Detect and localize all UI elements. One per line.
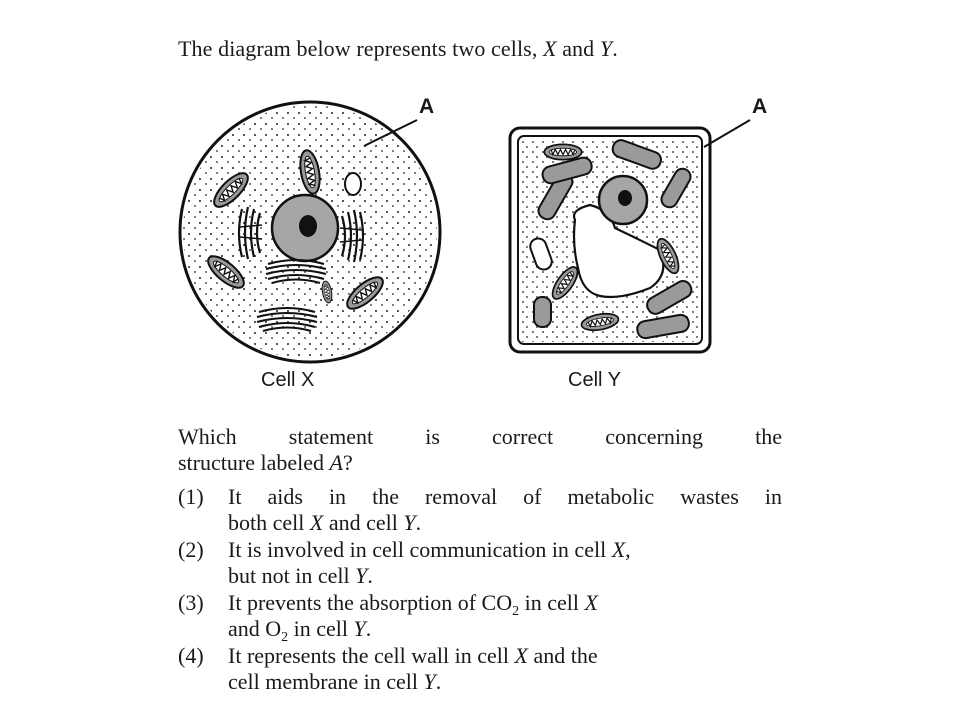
option-var-y: Y bbox=[403, 510, 416, 535]
intro-text: The diagram below represents two cells, … bbox=[178, 36, 618, 62]
option-text: . bbox=[365, 616, 372, 641]
question-word: Which bbox=[178, 424, 237, 449]
option-line-2: cell membrane in cell Y. bbox=[228, 669, 782, 695]
option-3[interactable]: (3) It prevents the absorption of CO2 in… bbox=[178, 590, 782, 645]
question-text: Which statement is correct concerning th… bbox=[178, 424, 782, 476]
option-text: It is involved in cell communication in … bbox=[228, 537, 612, 562]
vacuole bbox=[344, 172, 362, 196]
option-text: and cell bbox=[323, 510, 404, 535]
option-subscript: 2 bbox=[281, 630, 289, 645]
chloroplast bbox=[541, 156, 593, 185]
option-text: . bbox=[367, 563, 373, 588]
cell-y-nucleolus bbox=[618, 190, 632, 206]
option-var-y: Y bbox=[353, 616, 366, 641]
option-word: in bbox=[764, 484, 782, 509]
option-text: It prevents the absorption of CO bbox=[228, 590, 513, 615]
intro-var-x: X bbox=[543, 36, 557, 61]
question-line-2: structure labeled A? bbox=[178, 450, 782, 476]
option-var-x: X bbox=[309, 510, 324, 535]
option-number: (3) bbox=[178, 590, 204, 615]
intro-mid: and bbox=[556, 36, 600, 61]
option-word: aids bbox=[267, 484, 303, 509]
intro-var-y: Y bbox=[599, 36, 613, 61]
vacuole bbox=[529, 237, 553, 271]
intro-before: The diagram below represents two cells, bbox=[178, 36, 544, 61]
option-word: wastes bbox=[680, 484, 739, 509]
question-word: correct bbox=[492, 424, 554, 449]
option-number: (4) bbox=[178, 643, 204, 668]
cell-y-leader-line bbox=[703, 119, 751, 148]
option-var-y: Y bbox=[355, 563, 368, 588]
option-text: in cell bbox=[288, 616, 354, 641]
cell-y bbox=[508, 119, 751, 354]
option-text: . bbox=[435, 669, 442, 694]
label-a-cell-y: A bbox=[752, 95, 768, 118]
chloroplast bbox=[636, 313, 690, 340]
intro-after: . bbox=[612, 36, 618, 61]
question-var-a: A bbox=[329, 450, 343, 475]
chloroplast bbox=[533, 296, 552, 328]
option-var-x: X bbox=[514, 643, 528, 668]
question-word: concerning bbox=[605, 424, 703, 449]
option-number: (2) bbox=[178, 537, 204, 562]
option-var-x: X bbox=[611, 537, 626, 562]
option-word: in bbox=[328, 484, 347, 509]
option-text: but not in cell bbox=[228, 563, 356, 588]
option-text: cell membrane in cell bbox=[228, 669, 424, 694]
option-word: metabolic bbox=[567, 484, 655, 509]
option-1[interactable]: (1) It aids in the removal of metabolic … bbox=[178, 484, 782, 536]
question-word: the bbox=[755, 424, 782, 449]
question-line2-after: ? bbox=[342, 450, 353, 475]
cell-x bbox=[178, 100, 442, 364]
option-text: in cell bbox=[519, 590, 585, 615]
cell-y-caption: Cell Y bbox=[568, 369, 621, 391]
mitochondrion bbox=[543, 143, 583, 161]
option-number: (1) bbox=[178, 484, 204, 509]
option-var-y: Y bbox=[423, 669, 436, 694]
question-word: statement bbox=[288, 424, 374, 449]
option-text: It represents the cell wall in cell bbox=[228, 643, 515, 668]
cell-x-nucleolus bbox=[299, 215, 317, 237]
option-text: and the bbox=[527, 643, 598, 668]
option-text: both cell bbox=[228, 510, 310, 535]
option-subscript: 2 bbox=[512, 604, 520, 619]
option-word: removal bbox=[424, 484, 498, 509]
option-line-2: and O2 in cell Y. bbox=[228, 616, 782, 645]
option-text: , bbox=[625, 537, 631, 562]
option-line-2: but not in cell Y. bbox=[228, 563, 782, 589]
option-line-1: It prevents the absorption of CO2 in cel… bbox=[228, 590, 782, 619]
label-a-cell-x: A bbox=[419, 95, 435, 118]
option-line-1: It is involved in cell communication in … bbox=[228, 537, 782, 563]
question-line2-before: structure labeled bbox=[178, 450, 330, 475]
cell-y-central-vacuole bbox=[572, 203, 665, 299]
cell-x-leader-line bbox=[363, 119, 418, 147]
chloroplast bbox=[611, 139, 662, 170]
chloroplast bbox=[646, 280, 693, 315]
question-word: is bbox=[425, 424, 440, 449]
option-word: the bbox=[372, 484, 399, 509]
option-word: It bbox=[228, 484, 242, 509]
cell-x-caption: Cell X bbox=[261, 369, 315, 391]
chloroplast bbox=[660, 167, 692, 209]
option-var-x: X bbox=[584, 590, 598, 615]
option-text: and O bbox=[228, 616, 282, 641]
question-line-1: Which statement is correct concerning th… bbox=[178, 424, 782, 450]
option-word: of bbox=[523, 484, 542, 509]
option-line-1: It represents the cell wall in cell X an… bbox=[228, 643, 782, 669]
option-4[interactable]: (4) It represents the cell wall in cell … bbox=[178, 643, 782, 695]
option-line-2: both cell X and cell Y. bbox=[228, 510, 782, 536]
option-2[interactable]: (2) It is involved in cell communication… bbox=[178, 537, 782, 589]
answer-options: (1) It aids in the removal of metabolic … bbox=[178, 484, 782, 696]
option-text: . bbox=[415, 510, 422, 535]
